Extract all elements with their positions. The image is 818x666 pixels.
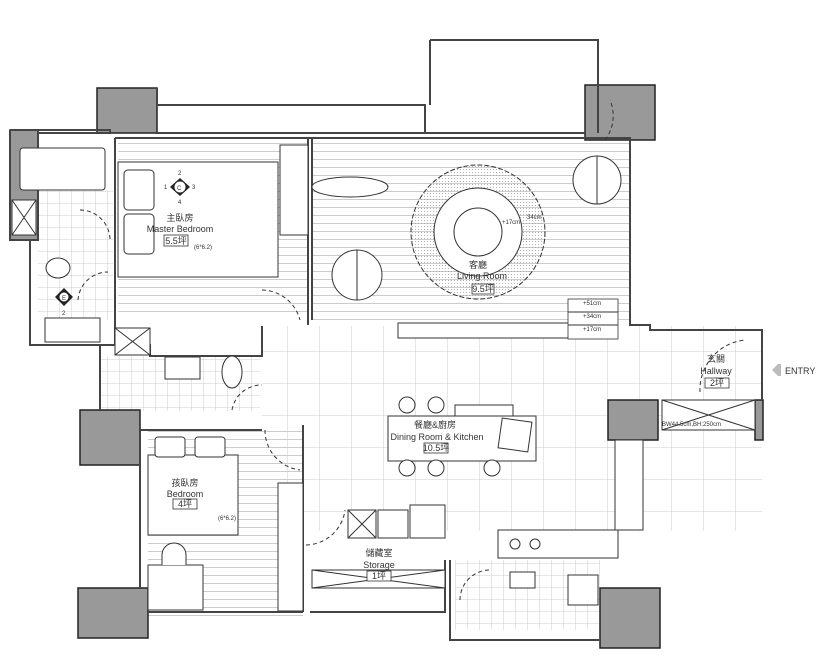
dining-en: Dining Room & Kitchen (390, 432, 483, 442)
master-bedroom-en: Master Bedroom (147, 224, 214, 234)
bedroom-bed-size: (6*6.2) (218, 516, 236, 522)
elevation-marker-c: C 1 2 3 4 (164, 171, 196, 206)
marker-c-label: C (177, 186, 182, 192)
marker-c1: 1 (164, 185, 168, 191)
closet-note: BW44.5cm,BH:250cm (662, 422, 721, 428)
bedroom-en: Bedroom (167, 489, 204, 499)
bedroom-area: 4坪 (178, 499, 192, 509)
living-room-area: 9.5坪 (472, 284, 494, 294)
room-hallway: 玄關 Hallway 2坪 BW44.5cm,BH:250cm (662, 353, 732, 428)
ring-level-inner: +17cm (502, 220, 520, 226)
living-room-zh: 客廳 (469, 259, 487, 270)
entry-label: ENTRY (785, 366, 815, 376)
furniture (11, 144, 756, 612)
marker-e2: 2 (62, 311, 66, 317)
level-51: +51cm (583, 301, 601, 307)
room-master-bedroom: 主臥房 Master Bedroom 5.5坪 (6*6.2) (147, 212, 214, 251)
room-dining-kitchen: 餐廳&廚房 Dining Room & Kitchen 10.5坪 (390, 419, 484, 454)
storage-zh: 儲藏室 (365, 547, 392, 558)
doors (77, 99, 746, 601)
storage-area: 1坪 (372, 571, 386, 581)
master-bedroom-area: 5.5坪 (165, 236, 187, 246)
hallway-area: 2坪 (710, 378, 724, 388)
level-34: +34cm (583, 314, 601, 320)
room-living-room: 客廳 Living Room 9.5坪 +17cm 34cm +51cm +34… (457, 215, 618, 333)
ring-level-outer: 34cm (527, 215, 542, 221)
storage-en: Storage (363, 560, 395, 570)
level-17: +17cm (583, 327, 601, 333)
room-bedroom: 孩臥房 Bedroom 4坪 (6*6.2) (167, 477, 236, 522)
elevation-marker-e: E 2 (55, 288, 73, 317)
bathroom-floor (38, 190, 113, 320)
room-storage: 儲藏室 Storage 1坪 (363, 547, 395, 582)
master-bed-size: (6*6.2) (194, 245, 212, 251)
entry-arrow-icon (772, 364, 778, 376)
hallway-zh: 玄關 (707, 353, 725, 364)
marker-c3: 3 (192, 185, 196, 191)
master-bedroom-zh: 主臥房 (166, 212, 193, 223)
dining-area: 10.5坪 (423, 443, 450, 453)
marker-e-label: E (62, 296, 66, 302)
dining-zh: 餐廳&廚房 (414, 419, 456, 430)
hallway-en: Hallway (700, 366, 732, 376)
entry-marker: ENTRY (772, 364, 815, 376)
bedroom-zh: 孩臥房 (171, 477, 198, 488)
living-room-en: Living Room (457, 271, 507, 281)
marker-c2: 2 (178, 171, 182, 177)
marker-c4: 4 (178, 200, 182, 206)
